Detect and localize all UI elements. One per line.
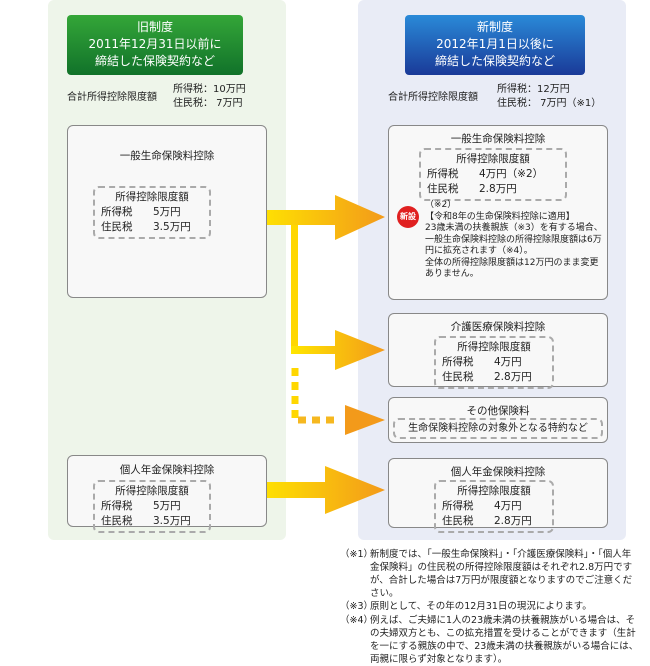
new-pension-box: 個人年金保険料控除 所得控除限度額 所得税 4万円 住民税 2.8万円 xyxy=(388,458,608,533)
footnote-key: （※4） xyxy=(340,615,374,626)
new-general-limits: 所得控除限度額 所得税 4万円（※2） 住民税 2.8万円 xyxy=(419,148,567,201)
income-label: 所得税 xyxy=(101,500,133,512)
resident-value: 3.5万円 xyxy=(153,221,191,233)
resident-label: 住民税 xyxy=(442,371,474,383)
new-general-box: 一般生命保険料控除 所得控除限度額 所得税 4万円（※2） 住民税 2.8万円 新設… xyxy=(388,125,608,300)
new-badge: 新設 xyxy=(397,206,419,228)
note-body: 23歳未満の扶養親族（※3）を有する場合、一般生命保険料控除の所得控除限度額は6… xyxy=(425,223,603,256)
new-care-title: 介護医療保険料控除 xyxy=(450,321,546,333)
limit-label: 所得控除限度額 xyxy=(457,485,531,497)
old-system-header: 旧制度 2011年12月31日以前に 締結した保険契約など xyxy=(67,15,243,75)
old-total-resident: 住民税： 7万円 xyxy=(173,98,243,109)
footnote-text: 原則として、その年の12月31日の現況によります。 xyxy=(370,601,592,612)
income-value: 4万円 xyxy=(494,356,522,368)
new-sub: 締結した保険契約など xyxy=(434,54,555,68)
footnote-text: 新制度では、「一般生命保険料」・「介護医療保険料」・「個人年金保険料」の住民税の… xyxy=(370,549,633,599)
new-pension-title: 個人年金保険料控除 xyxy=(450,466,546,478)
footnote-key: （※1） xyxy=(340,549,374,560)
note-heading: 【令和8年の生命保険料控除に適用】 xyxy=(425,211,575,222)
resident-label: 住民税 xyxy=(427,183,459,195)
new-other-desc: 生命保険料控除の対象外となる特約など xyxy=(393,418,603,439)
old-general-title: 一般生命保険料控除 xyxy=(119,150,215,162)
resident-value: 3.5万円 xyxy=(153,515,191,527)
limit-label: 所得控除限度額 xyxy=(456,153,530,165)
income-value: 5万円 xyxy=(153,500,181,512)
old-title: 旧制度 xyxy=(136,20,173,34)
income-label: 所得税 xyxy=(101,206,133,218)
footnote-4: （※4）例えば、ご夫婦に1人の23歳未満の扶養親族がいる場合は、その夫婦双方とも… xyxy=(340,614,640,666)
new-general-note: （※2） 【令和8年の生命保険料控除に適用】 23歳未満の扶養親族（※3）を有す… xyxy=(425,200,603,281)
old-general-box: 一般生命保険料控除 所得控除限度額 所得税 5万円 住民税 3.5万円 xyxy=(67,125,267,298)
limit-label: 所得控除限度額 xyxy=(457,341,531,353)
old-pension-limits: 所得控除限度額 所得税 5万円 住民税 3.5万円 xyxy=(93,480,211,533)
income-label: 所得税 xyxy=(427,168,459,180)
income-value: 4万円（※2） xyxy=(479,168,544,180)
income-label: 所得税 xyxy=(442,356,474,368)
footnote-3: （※3）原則として、その年の12月31日の現況によります。 xyxy=(340,600,640,613)
income-value: 5万円 xyxy=(153,206,181,218)
old-sub: 締結した保険契約など xyxy=(94,54,215,68)
new-total-values: 所得税：12万円 住民税： 7万円（※1） xyxy=(497,83,601,111)
new-system-header: 新制度 2012年1月1日以後に 締結した保険契約など xyxy=(405,15,585,75)
old-total-values: 所得税：10万円 住民税： 7万円 xyxy=(173,83,246,111)
old-date: 2011年12月31日以前に xyxy=(88,37,222,51)
old-pension-title: 個人年金保険料控除 xyxy=(119,464,215,476)
connector-care-vertical xyxy=(291,225,298,353)
resident-label: 住民税 xyxy=(101,221,133,233)
new-other-title: その他保険料 xyxy=(466,405,530,417)
old-pension-box: 個人年金保険料控除 所得控除限度額 所得税 5万円 住民税 3.5万円 xyxy=(67,455,267,533)
note-total: 全体の所得控除限度額は12万円のまま変更ありません。 xyxy=(425,257,599,280)
new-general-title: 一般生命保険料控除 xyxy=(450,133,546,145)
new-care-box: 介護医療保険料控除 所得控除限度額 所得税 4万円 住民税 2.8万円 xyxy=(388,313,608,389)
old-general-limits: 所得控除限度額 所得税 5万円 住民税 3.5万円 xyxy=(93,186,211,239)
new-care-limits: 所得控除限度額 所得税 4万円 住民税 2.8万円 xyxy=(434,336,554,389)
resident-value: 2.8万円 xyxy=(494,515,532,527)
arrow-pension xyxy=(255,466,385,514)
arrow-care xyxy=(291,330,385,370)
arrow-other xyxy=(345,405,385,435)
note-ref: （※2） xyxy=(425,200,457,210)
limit-label: 所得控除限度額 xyxy=(115,191,189,203)
footnote-text: 例えば、ご夫婦に1人の23歳未満の扶養親族がいる場合は、その夫婦双方とも、この拡… xyxy=(370,615,639,665)
new-total-income: 所得税：12万円 xyxy=(497,84,570,95)
new-title: 新制度 xyxy=(476,20,513,34)
limit-label: 所得控除限度額 xyxy=(115,485,189,497)
new-other-box: その他保険料 生命保険料控除の対象外となる特約など xyxy=(388,397,608,443)
resident-value: 2.8万円 xyxy=(494,371,532,383)
income-label: 所得税 xyxy=(442,500,474,512)
new-pension-limits: 所得控除限度額 所得税 4万円 住民税 2.8万円 xyxy=(434,480,554,533)
new-total-resident: 住民税： 7万円（※1） xyxy=(497,98,602,109)
new-total-label: 合計所得控除限度額 xyxy=(388,92,478,103)
footnote-1: （※1）新制度では、「一般生命保険料」・「介護医療保険料」・「個人年金保険料」の… xyxy=(340,548,640,600)
old-total-label: 合計所得控除限度額 xyxy=(67,92,157,103)
resident-value: 2.8万円 xyxy=(479,183,517,195)
resident-label: 住民税 xyxy=(442,515,474,527)
old-total-income: 所得税：10万円 xyxy=(173,84,246,95)
footnote-key: （※3） xyxy=(340,601,374,612)
new-date: 2012年1月1日以後に xyxy=(436,37,554,51)
income-value: 4万円 xyxy=(494,500,522,512)
arrows xyxy=(255,195,385,514)
arrow-general xyxy=(255,195,385,240)
resident-label: 住民税 xyxy=(101,515,133,527)
